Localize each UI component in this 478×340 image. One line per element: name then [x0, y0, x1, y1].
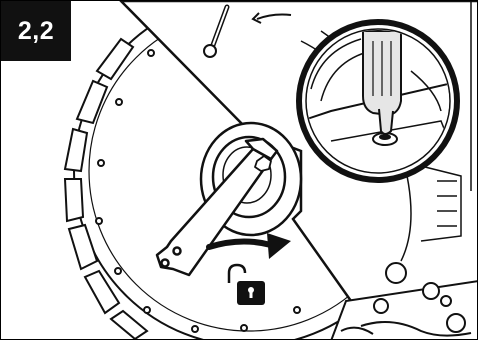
step-number-badge: 2,2: [1, 1, 71, 61]
